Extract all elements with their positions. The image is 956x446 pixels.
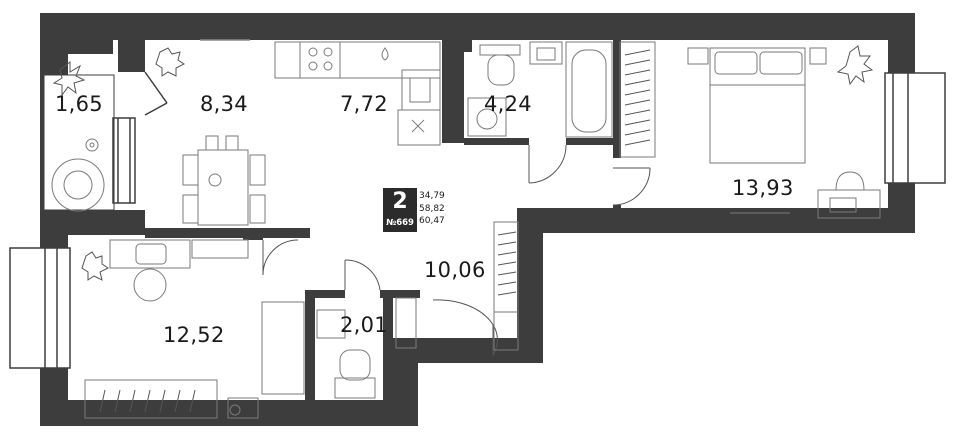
- bedroom2-fixtures: [84, 239, 305, 419]
- room-area-living: 8,34: [200, 92, 248, 116]
- balcony-partition: [43, 71, 168, 211]
- apartment-number: №669: [386, 218, 414, 228]
- bedroom-fixtures: [687, 47, 881, 219]
- room-area-bathroom: 4,24: [484, 92, 532, 116]
- room-area-bedroom: 13,93: [732, 176, 794, 200]
- walls: [40, 13, 915, 426]
- armchair: [51, 138, 105, 212]
- plants: [52, 45, 874, 281]
- room-area-balcony: 1,65: [55, 92, 103, 116]
- doors: [262, 144, 651, 356]
- rooms-count: 2: [392, 189, 408, 214]
- area-total: 58,82: [419, 203, 445, 214]
- apartment-areas: 34,79 58,82 60,47: [419, 190, 445, 228]
- kitchen-fixtures: [274, 41, 441, 146]
- hall-fixtures: [395, 221, 519, 351]
- apartment-badge: 2 №669: [383, 188, 417, 232]
- closet-hatching: [99, 49, 651, 413]
- room-area-wc: 2,01: [340, 313, 388, 337]
- dining-table: [182, 135, 266, 226]
- area-total-with-balcony: 60,47: [419, 216, 445, 226]
- area-living: 34,79: [419, 191, 445, 201]
- room-area-kitchen: 7,72: [340, 92, 388, 116]
- wc-fixtures: [316, 309, 376, 399]
- bathroom-fixtures: [467, 41, 656, 158]
- windows: [9, 39, 946, 369]
- room-area-bedroom-2: 12,52: [163, 323, 225, 347]
- room-area-hall: 10,06: [424, 258, 486, 282]
